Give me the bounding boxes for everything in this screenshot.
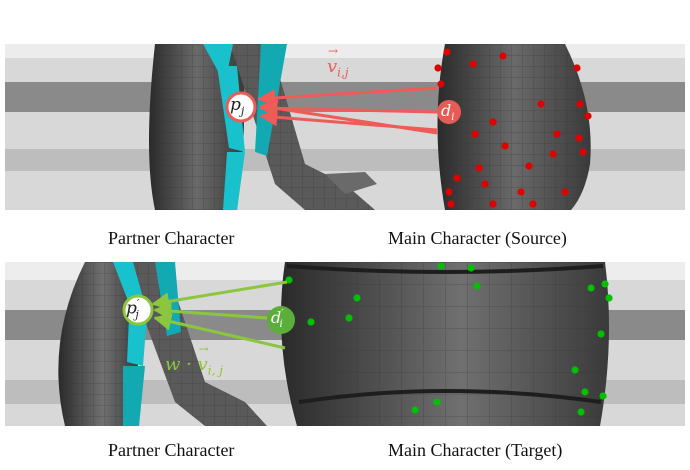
partner-torso (58, 262, 140, 426)
source-sample-points (434, 48, 592, 208)
source-frame-illustration (5, 44, 685, 210)
target-distance-label: d′i (271, 308, 284, 331)
offset-vector-label: →vi,j (327, 44, 349, 80)
source-distance-label: di (441, 101, 455, 124)
main-character-torso (281, 262, 609, 426)
top-right-caption: Main Character (Source) (388, 228, 567, 248)
bottom-right-caption: Main Character (Target) (388, 440, 563, 460)
bottom-left-caption: Partner Character (108, 440, 235, 460)
main-character-torso (437, 44, 591, 210)
source-distance-node (437, 100, 461, 124)
target-distance-node (267, 306, 295, 334)
scaled-offset-label: w · →vi, j (165, 342, 223, 378)
scaled-offset-arrows (151, 280, 288, 350)
offset-vector-arrows (259, 99, 438, 135)
partner-point-node (122, 294, 154, 326)
partner-point-label: pj (230, 95, 245, 118)
top-left-caption: Partner Character (108, 228, 235, 248)
source-frame-panel: pj di →vi,j (5, 44, 685, 210)
target-sample-points (285, 262, 613, 416)
partner-point-node (225, 91, 257, 123)
partner-skeleton-bones (203, 44, 287, 210)
target-frame-panel: p′j d′i w · →vi, j (5, 262, 685, 426)
target-frame-illustration (5, 262, 685, 426)
partner-point-label: p′j (126, 297, 140, 322)
